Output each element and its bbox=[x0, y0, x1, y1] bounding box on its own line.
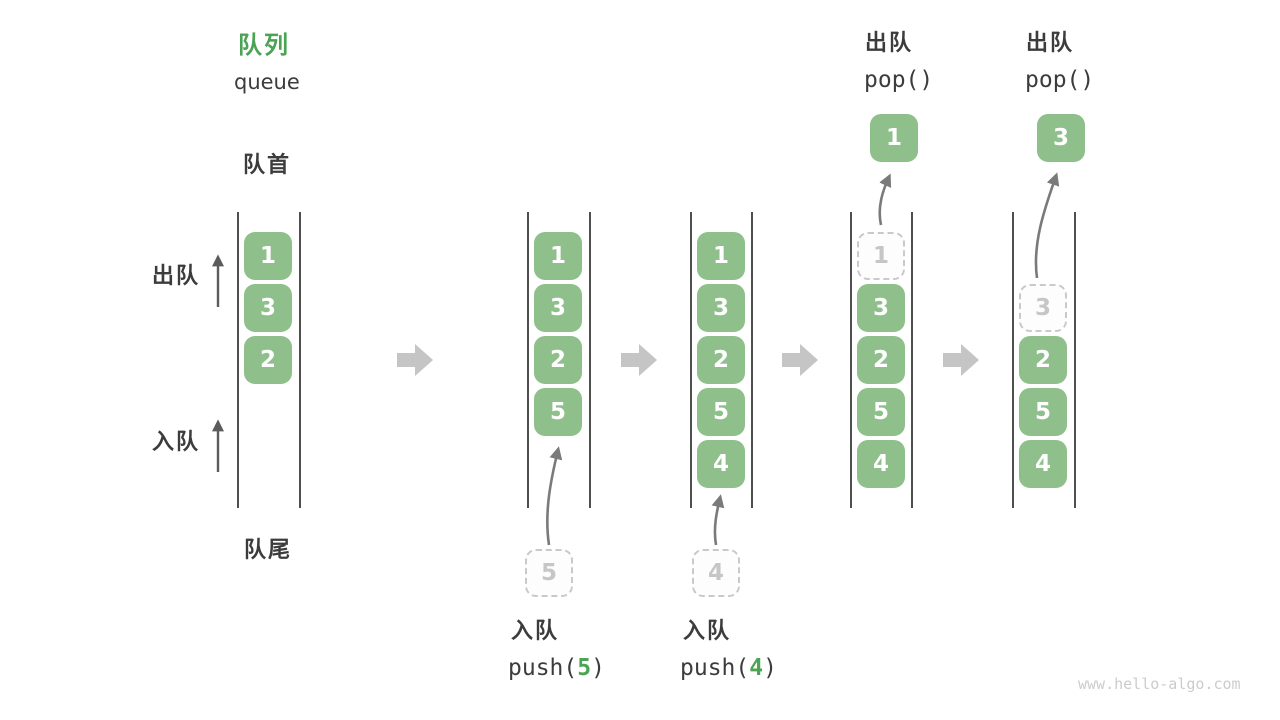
queue-cell: 2 bbox=[244, 336, 292, 384]
push-op-label-zh: 入队 bbox=[683, 619, 732, 644]
queue-wall bbox=[850, 212, 852, 508]
pop-op-code: pop() bbox=[1025, 67, 1095, 93]
popped-cell: 1 bbox=[870, 114, 918, 162]
queue-wall bbox=[1074, 212, 1076, 508]
queue-wall bbox=[911, 212, 913, 508]
queue-front-label: 队首 bbox=[243, 153, 292, 178]
removed-cell-dashed: 3 bbox=[1019, 284, 1067, 332]
queue-cell: 4 bbox=[857, 440, 905, 488]
pop-op-label-zh: 出队 bbox=[865, 31, 914, 56]
pop-op-code: pop() bbox=[864, 67, 934, 93]
push-code-arg: 5 bbox=[577, 655, 592, 681]
queue-cell: 4 bbox=[697, 440, 745, 488]
diagram-title-en: queue bbox=[234, 70, 300, 94]
queue-cell: 3 bbox=[244, 284, 292, 332]
queue-cell: 5 bbox=[534, 388, 582, 436]
push-op-label-zh: 入队 bbox=[511, 619, 560, 644]
transition-arrow-icon bbox=[397, 344, 433, 376]
push-code-post: ) bbox=[591, 655, 605, 681]
queue-cell: 2 bbox=[857, 336, 905, 384]
queue-cell: 5 bbox=[1019, 388, 1067, 436]
push-op-code: push(5) bbox=[508, 654, 605, 682]
queue-cell: 1 bbox=[697, 232, 745, 280]
pop-arrow-icon bbox=[1034, 172, 1060, 279]
queue-rear-label: 队尾 bbox=[244, 538, 293, 563]
queue-wall bbox=[1012, 212, 1014, 508]
push-op-code: push(4) bbox=[680, 654, 777, 682]
diagram-title-zh: 队列 bbox=[238, 31, 290, 59]
push-code-pre: push( bbox=[508, 655, 578, 681]
queue-cell: 1 bbox=[534, 232, 582, 280]
transition-arrow-icon bbox=[782, 344, 818, 376]
push-code-post: ) bbox=[763, 655, 777, 681]
queue-cell: 5 bbox=[857, 388, 905, 436]
queue-cell: 3 bbox=[857, 284, 905, 332]
pending-cell-dashed: 4 bbox=[692, 549, 740, 597]
removed-cell-dashed: 1 bbox=[857, 232, 905, 280]
queue-wall bbox=[299, 212, 301, 508]
pop-op-label-zh: 出队 bbox=[1026, 31, 1075, 56]
push-code-arg: 4 bbox=[749, 655, 764, 681]
queue-cell: 1 bbox=[244, 232, 292, 280]
pending-cell-dashed: 5 bbox=[525, 549, 573, 597]
enqueue-side-label: 入队 bbox=[152, 430, 201, 455]
dequeue-side-label: 出队 bbox=[152, 264, 201, 289]
queue-wall bbox=[589, 212, 591, 508]
transition-arrow-icon bbox=[943, 344, 979, 376]
pop-arrow-icon bbox=[878, 173, 892, 226]
popped-cell: 3 bbox=[1037, 114, 1085, 162]
queue-cell: 4 bbox=[1019, 440, 1067, 488]
transition-arrow-icon bbox=[621, 344, 657, 376]
queue-cell: 2 bbox=[534, 336, 582, 384]
push-code-pre: push( bbox=[680, 655, 750, 681]
queue-cell: 3 bbox=[697, 284, 745, 332]
watermark: www.hello-algo.com bbox=[1078, 675, 1241, 693]
push-arrow-icon bbox=[546, 446, 563, 546]
push-arrow-icon bbox=[711, 494, 725, 546]
queue-cell: 3 bbox=[534, 284, 582, 332]
queue-cell: 2 bbox=[697, 336, 745, 384]
queue-cell: 5 bbox=[697, 388, 745, 436]
queue-cell: 2 bbox=[1019, 336, 1067, 384]
queue-wall bbox=[751, 212, 753, 508]
queue-wall bbox=[527, 212, 529, 508]
queue-wall bbox=[690, 212, 692, 508]
queue-wall bbox=[237, 212, 239, 508]
